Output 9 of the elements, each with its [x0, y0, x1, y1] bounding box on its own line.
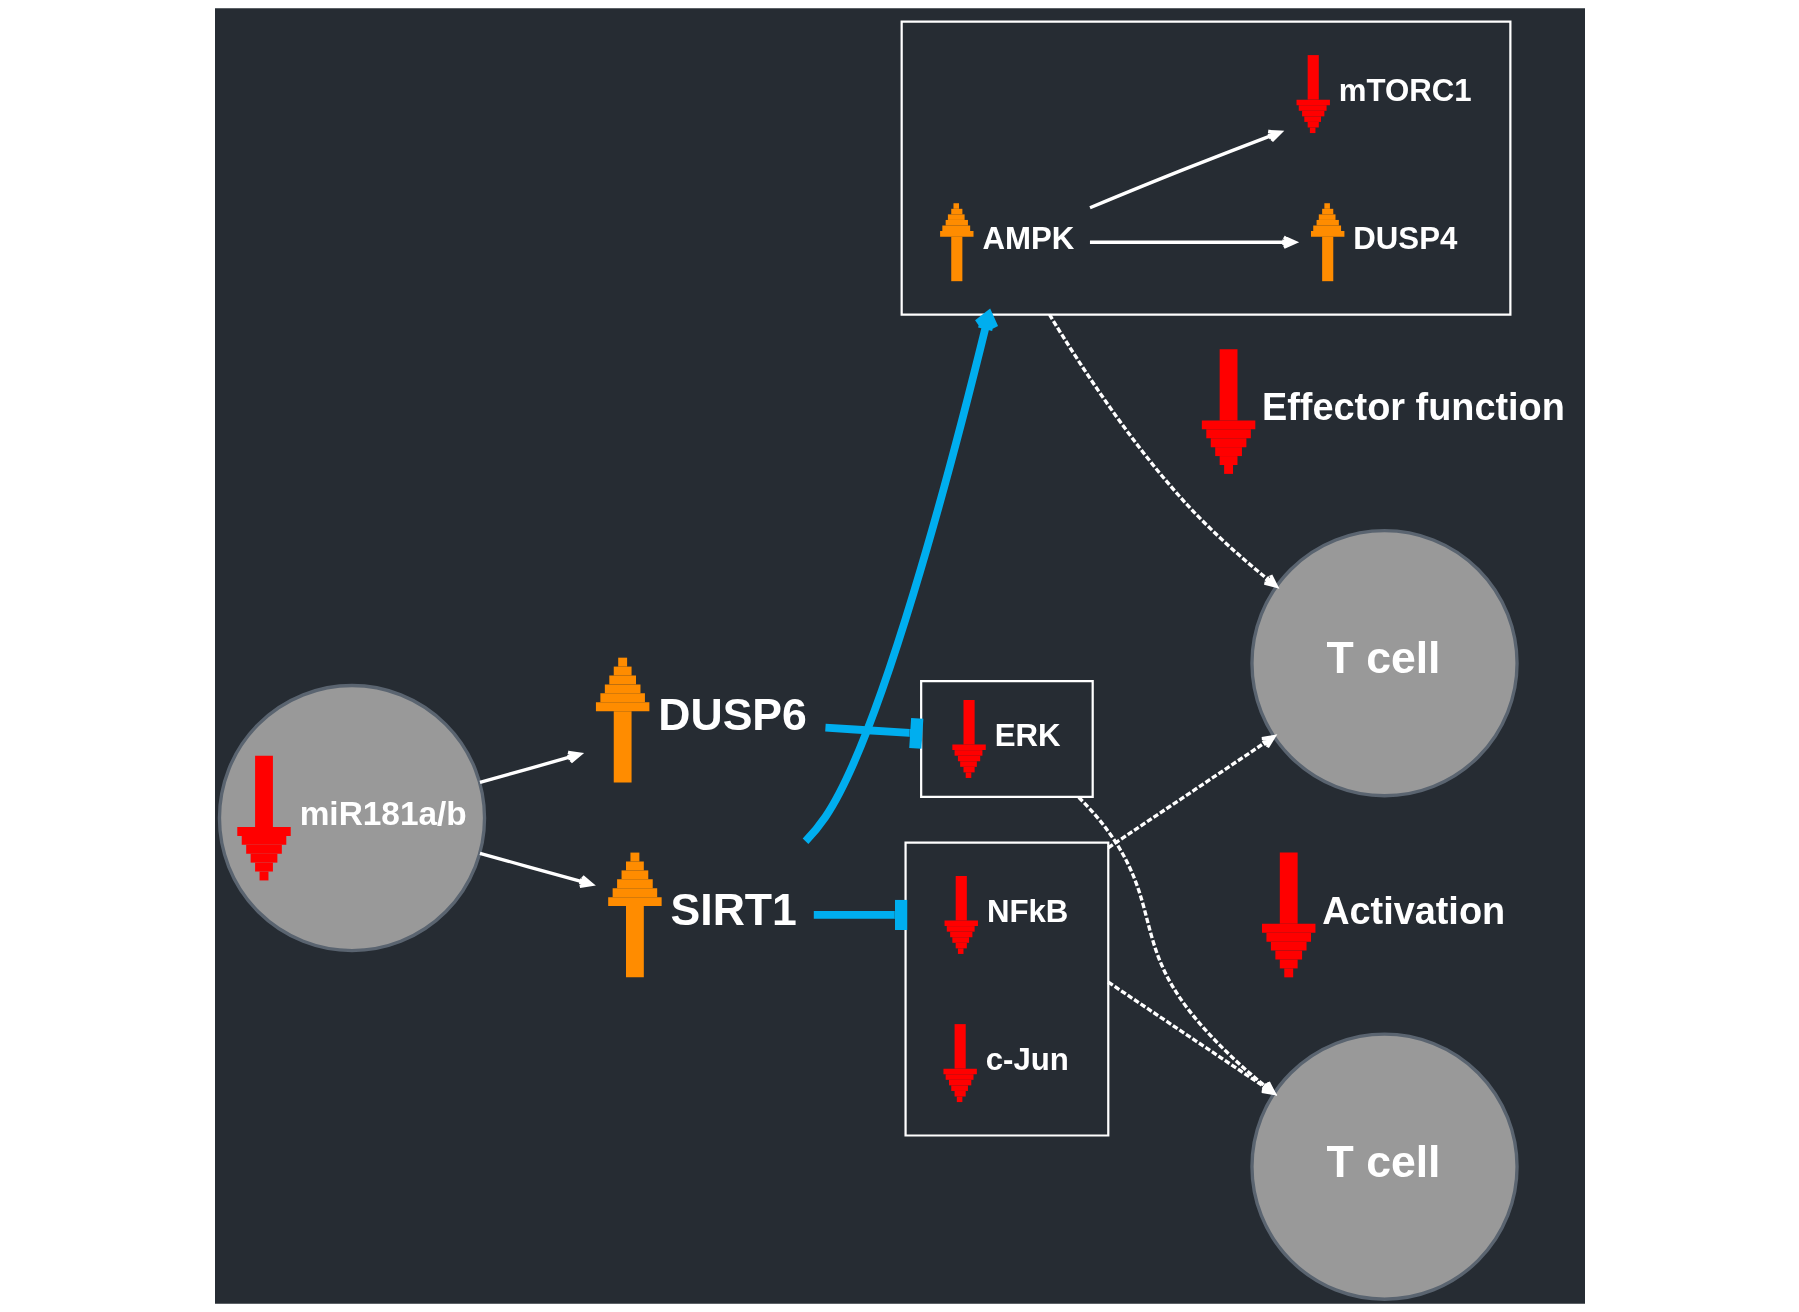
node-label: SIRT1	[670, 884, 797, 934]
label: Effector function	[1261, 386, 1565, 429]
node-label: DUSP6	[657, 690, 807, 740]
node-label: NFkB	[986, 893, 1068, 929]
node-label: AMPK	[981, 220, 1074, 256]
node-label: mTORC1	[1338, 72, 1472, 108]
node-label: DUSP4	[1352, 220, 1457, 256]
node-label: c-Jun	[985, 1041, 1069, 1077]
label: Activation	[1321, 889, 1505, 932]
